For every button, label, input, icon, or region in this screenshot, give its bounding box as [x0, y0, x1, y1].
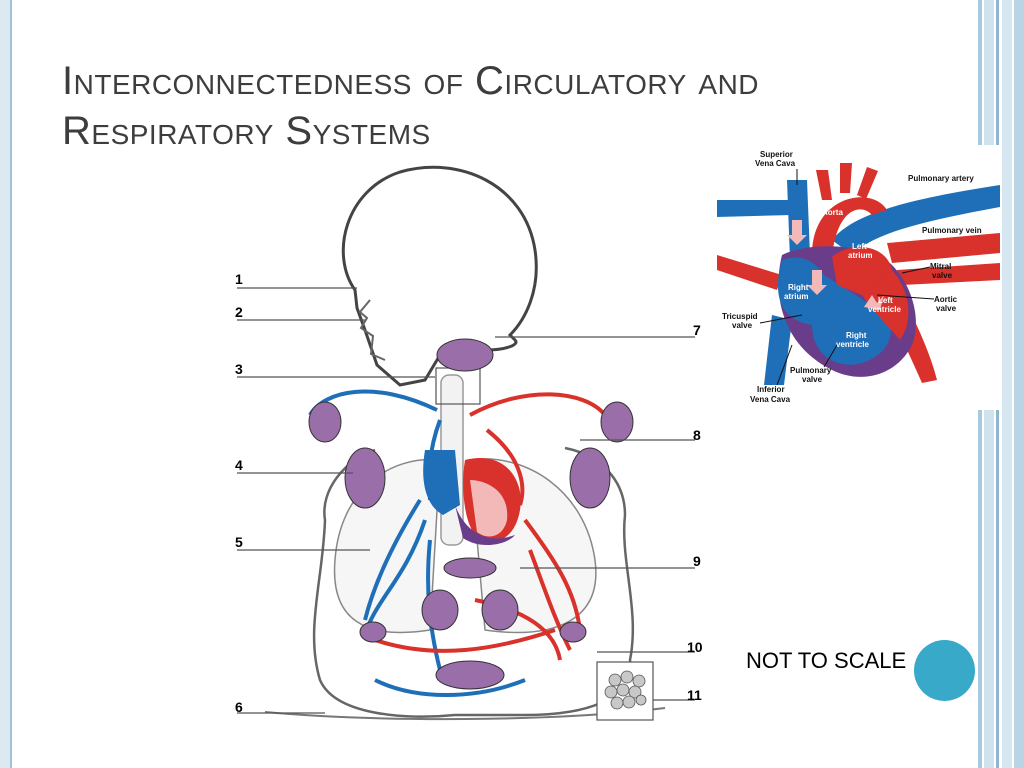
capillary-bed-right-gut [481, 589, 519, 631]
right-atrium-label-1: Right [788, 283, 809, 292]
aorta-branch-2 [840, 163, 852, 193]
capillary-bed-left-hand [359, 621, 387, 643]
flow-arrows [787, 220, 884, 310]
label-6: 6 [235, 699, 243, 715]
right-atrium-label-2: atrium [784, 292, 808, 301]
mitral-valve-label-2: valve [932, 271, 953, 280]
pulmonary-artery-vessel [832, 185, 1000, 255]
mitral-valve-label-1: Mitral [930, 262, 951, 271]
aorta-branch-3 [857, 167, 878, 199]
head-outline [341, 165, 538, 387]
pulmonary-artery-label: Pulmonary artery [908, 174, 974, 183]
label-9: 9 [693, 553, 701, 569]
pulmonary-vein-label: Pulmonary vein [922, 226, 982, 235]
heart-diagram: Superior Vena Cava Pulmonary artery Pulm… [712, 145, 1000, 410]
alveoli-cluster [604, 670, 647, 710]
capillary-bed-head [436, 338, 494, 372]
capillary-bed-legs [435, 660, 505, 690]
capillary-bed-abdomen [443, 557, 497, 579]
left-atrium-chamber [832, 247, 892, 295]
left-ventricle-chamber [862, 270, 909, 340]
inferior-vena-cava [764, 315, 792, 385]
left-ventricle-label-2: ventricle [868, 305, 901, 314]
capillary-bed-right-arm [600, 401, 634, 443]
label-7: 7 [693, 322, 701, 338]
aortic-valve-label-2: valve [936, 304, 957, 313]
inferior-vena-cava-label-2: Vena Cava [750, 395, 791, 404]
capillary-bed-left-gut [421, 589, 459, 631]
aorta-branch-1 [816, 170, 832, 200]
tricuspid-valve-label-1: Tricuspid [722, 312, 758, 321]
body-heart [423, 450, 521, 546]
title-line-2: Respiratory Systems [62, 109, 431, 153]
label-4: 4 [235, 457, 243, 473]
label-2: 2 [235, 304, 243, 320]
label-5: 5 [235, 534, 243, 550]
label-1: 1 [235, 271, 243, 287]
superior-vena-cava-label-2: Vena Cava [755, 159, 796, 168]
face-profile [358, 299, 386, 361]
label-10: 10 [687, 639, 703, 655]
capillary-bed-right-lung [569, 447, 611, 509]
accent-circle [914, 640, 975, 701]
capillary-bed-left-arm [308, 401, 342, 443]
heart-leader-lines [759, 169, 935, 386]
left-vessel-blue [717, 200, 792, 217]
pulmonary-valve-label-2: valve [802, 375, 823, 384]
capillary-bed-right-hand [559, 621, 587, 643]
pulmonary-valve-label-1: Pulmonary [790, 366, 832, 375]
capillary-bed-left-lung [344, 447, 386, 509]
aortic-valve-label-1: Aortic [934, 295, 958, 304]
inferior-vena-cava-label-1: Inferior [757, 385, 785, 394]
right-ventricle-chamber [812, 275, 891, 365]
left-atrium-label-1: Left [852, 242, 867, 251]
right-ventricle-label-2: ventricle [836, 340, 869, 349]
left-atrium-label-2: atrium [848, 251, 872, 260]
right-ventricle-label-1: Right [846, 331, 867, 340]
torso-outline [312, 446, 635, 718]
left-ventricle-label-1: Left [878, 296, 893, 305]
superior-vena-cava-label-1: Superior [760, 150, 793, 159]
left-pulmonary-vein [717, 255, 782, 290]
label-3: 3 [235, 361, 243, 377]
slide-title: Interconnectedness of Circulatory and Re… [62, 56, 922, 156]
body-circulation-diagram: 1 2 3 4 5 6 7 8 9 10 11 [235, 165, 703, 721]
title-line-1: Interconnectedness of Circulatory and [62, 59, 760, 103]
aorta-vessel [812, 197, 887, 257]
aorta-label: Aorta [822, 208, 843, 217]
label-11: 11 [687, 687, 702, 703]
pulmonary-vein-vessel [887, 233, 1000, 263]
leader-lines [237, 287, 695, 714]
not-to-scale-note: NOT TO SCALE [746, 648, 907, 673]
tricuspid-valve-label-2: valve [732, 321, 753, 330]
left-edge-stripe [0, 0, 12, 768]
label-8: 8 [693, 427, 701, 443]
